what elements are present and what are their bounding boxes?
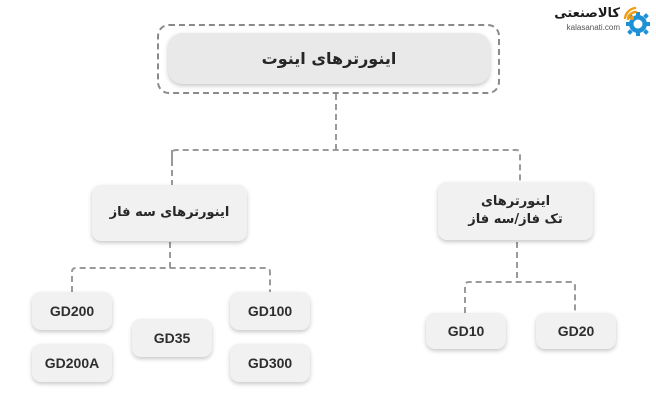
model-node: GD35	[132, 319, 212, 357]
model-node: GD200A	[32, 344, 112, 382]
gear-wifi-icon	[623, 6, 650, 36]
root-node: اینورترهای اینوت	[168, 33, 490, 84]
model-node: GD10	[426, 313, 506, 349]
root-node-frame	[157, 24, 500, 94]
model-label: GD35	[153, 330, 191, 346]
category-three-phase-label: اینورترهای سه فاز	[109, 205, 230, 220]
model-label: GD20	[557, 323, 595, 339]
logo-domain: kalasanati.com	[566, 23, 620, 32]
model-label: GD300	[247, 355, 293, 371]
category-three-phase: اینورترهای سه فاز	[92, 185, 247, 241]
logo-name: کالاصنعتی	[554, 6, 620, 21]
model-label: GD10	[447, 323, 485, 339]
model-label: GD100	[247, 303, 293, 319]
model-label: GD200A	[44, 355, 100, 371]
connector-three-phase-bar	[71, 267, 271, 292]
category-single-phase-label-line1: اینورترهای	[480, 194, 551, 209]
category-single-phase: اینورترهای تک فاز/سه فاز	[438, 182, 593, 240]
connector-top-bar	[171, 149, 521, 182]
category-single-phase-label-line2: تک فاز/سه فاز	[468, 212, 563, 227]
root-node-label: اینورترهای اینوت	[261, 49, 397, 68]
model-node: GD100	[230, 292, 310, 330]
model-node: GD300	[230, 344, 310, 382]
model-node: GD200	[32, 292, 112, 330]
connector-single-phase-bar	[464, 281, 576, 313]
brand-logo[interactable]: کالاصنعتی kalasanati.com	[545, 5, 651, 37]
model-node: GD20	[536, 313, 616, 349]
model-label: GD200	[49, 303, 95, 319]
